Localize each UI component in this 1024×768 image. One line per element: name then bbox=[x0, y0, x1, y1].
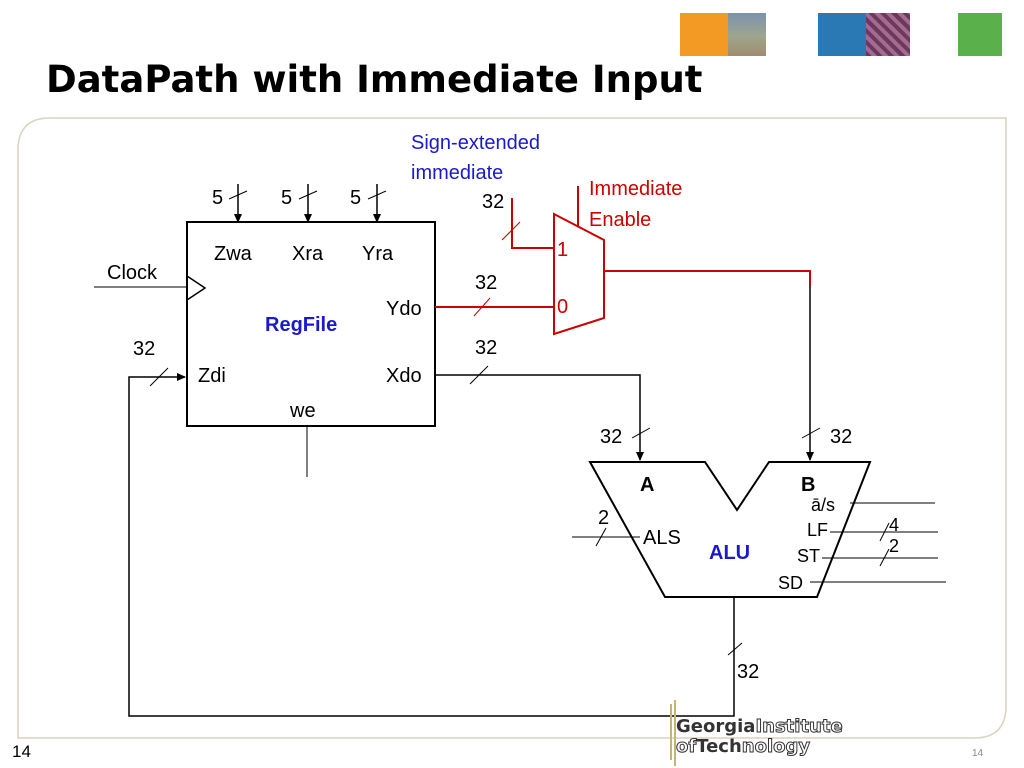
as-label: ā/s bbox=[811, 495, 835, 515]
alu-b-width: 32 bbox=[830, 426, 852, 448]
logo-line-2: ofTechnology bbox=[675, 736, 811, 758]
st-width: 2 bbox=[889, 536, 899, 556]
imm-width: 32 bbox=[482, 191, 504, 213]
als-width: 2 bbox=[598, 507, 609, 529]
yra-width: 5 bbox=[350, 187, 361, 209]
xra-width: 5 bbox=[281, 187, 292, 209]
xra-slash bbox=[298, 190, 318, 200]
alu-a-width: 32 bbox=[600, 426, 622, 448]
xra-label: Xra bbox=[292, 243, 324, 265]
zwa-slash bbox=[228, 190, 248, 200]
zwa-width: 5 bbox=[212, 187, 223, 209]
zdi-width: 32 bbox=[133, 338, 155, 360]
ydo-width: 32 bbox=[475, 272, 497, 294]
zdi-label: Zdi bbox=[198, 365, 226, 387]
regfile-name: RegFile bbox=[265, 314, 337, 336]
imm-enable-label-2: Enable bbox=[589, 209, 651, 231]
lf-width: 4 bbox=[889, 515, 899, 535]
lf-label: LF bbox=[807, 520, 828, 540]
mux-out-wire-red bbox=[604, 270, 811, 285]
orange-photo-block bbox=[680, 13, 728, 56]
imm-enable-label-1: Immediate bbox=[589, 178, 682, 200]
alu-out-width: 32 bbox=[737, 661, 759, 683]
mux bbox=[553, 212, 605, 336]
slide-number-footer: 14 bbox=[972, 748, 984, 759]
alu-a-label: A bbox=[640, 474, 654, 496]
logo-line-1: GeorgiaInstitute bbox=[676, 716, 843, 738]
alu-b-slash bbox=[801, 427, 821, 439]
sd-label: SD bbox=[778, 573, 803, 593]
circuit-photo bbox=[866, 13, 910, 56]
alu-name: ALU bbox=[709, 542, 750, 564]
alu-a-slash bbox=[631, 427, 651, 439]
xdo-slash bbox=[469, 365, 489, 385]
slide-title: DataPath with Immediate Input bbox=[46, 58, 703, 101]
yra-slash bbox=[367, 190, 387, 200]
clock-edge-symbol bbox=[186, 275, 207, 301]
content-frame bbox=[17, 117, 1007, 739]
ydo-label: Ydo bbox=[386, 298, 422, 320]
clock-label: Clock bbox=[107, 262, 158, 284]
tech-tower-icon bbox=[670, 700, 676, 766]
xdo-label: Xdo bbox=[386, 365, 422, 387]
out-slash bbox=[727, 642, 743, 656]
teal-photo-block bbox=[818, 13, 866, 56]
feedback-wire bbox=[128, 373, 735, 717]
we-label: we bbox=[289, 400, 316, 422]
sign-ext-label-1: Sign-extended bbox=[411, 132, 540, 154]
ydo-slash bbox=[473, 297, 491, 317]
xdo-wire bbox=[435, 374, 644, 461]
imm-wire bbox=[511, 198, 554, 249]
xdo-width: 32 bbox=[475, 337, 497, 359]
zdi-slash bbox=[149, 367, 169, 387]
building-photo bbox=[728, 13, 766, 56]
als-label: ALS bbox=[643, 527, 681, 549]
green-photo-block bbox=[958, 13, 1002, 56]
st-label: ST bbox=[797, 546, 820, 566]
slide-number: 14 bbox=[12, 742, 31, 761]
zwa-label: Zwa bbox=[214, 243, 253, 265]
georgia-tech-logo: GeorgiaInstitute ofTechnology bbox=[664, 700, 892, 766]
alu bbox=[588, 461, 872, 598]
sign-ext-label-2: immediate bbox=[411, 162, 503, 184]
mux-in1-label: 1 bbox=[557, 239, 568, 261]
lf-slash bbox=[879, 522, 890, 542]
yra-label: Yra bbox=[362, 243, 394, 265]
alu-b-label: B bbox=[801, 474, 815, 496]
als-slash bbox=[595, 527, 607, 547]
st-slash bbox=[879, 548, 890, 567]
imm-slash bbox=[501, 221, 521, 241]
mux-in0-label: 0 bbox=[557, 296, 568, 318]
